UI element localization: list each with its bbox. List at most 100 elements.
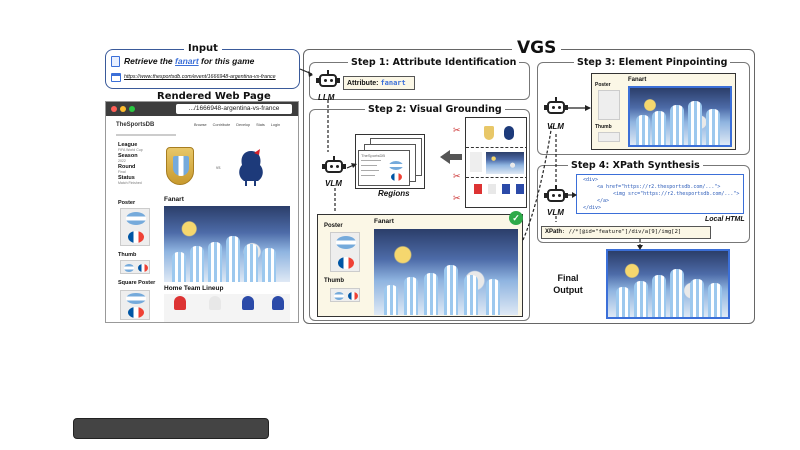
local-html-box: <div> <a href="https://r2.thesportsdb.co… [576,174,744,214]
scissors-icon-1: ✂ [453,125,461,135]
llm-robot-icon [316,70,340,92]
document-icon [111,56,120,67]
attribute-label: Attribute: [347,80,379,87]
step1-title: Step 1: Attribute Identification [348,57,520,68]
html-line-1: <div> [583,177,599,183]
instruction-suffix: for this game [198,56,255,66]
browser-titlebar: .../1666948-argentina-vs-france [106,102,298,116]
info-value: 2022 [118,159,126,163]
scissors-icon-3: ✂ [453,193,461,203]
square-poster-card [120,290,150,320]
rendered-web-page: .../1666948-argentina-vs-france TheSport… [105,101,299,323]
selected-to-step3-dashed [522,123,553,241]
input-title: Input [184,43,222,54]
argentina-crest [166,147,194,185]
vlm-label-step3: VLM [547,122,564,131]
arrowhead-final [637,245,643,250]
pinpoint-thumb-card [598,132,620,142]
xpath-label: XPath [545,229,563,235]
pinpoint-region: Poster Thumb Fanart [591,73,736,150]
left-arrow-icon [440,150,462,164]
local-html-label: Local HTML [705,216,745,223]
final-output-image [606,249,730,319]
info-value: Final [118,170,126,174]
region-card-front: TheSportsDB [358,150,410,186]
poster-card [120,208,150,246]
xpath-box: XPath: //*[@id="feature"]/div/a[9]/img[2… [541,226,711,239]
final-label-line1: Final [557,273,579,283]
fanart-image [164,206,290,282]
vlm-label-step2: VLM [325,179,342,188]
vlm-robot-step2-icon [322,156,346,178]
arrowhead-regions [351,163,357,168]
arrowhead-step1 [308,71,313,77]
final-output-label: Final Output [548,272,588,296]
nav-stats: Stats [256,123,265,127]
info-label: Status [118,175,135,181]
pinpoint-fanart-image [628,86,732,147]
instruction-keyword: fanart [175,56,199,66]
llm-label: LLM [318,93,335,102]
info-label: Season [118,153,138,159]
html-line-2: <a href="https://r2.thesportsdb.com/..."… [597,184,721,190]
xpath-value: : //*[@id="feature"]/div/a[9]/img[2] [562,229,682,235]
vlm-robot-step4-icon [544,185,568,207]
vlm-label-step4: VLM [547,208,564,217]
pinpoint-poster-label: Poster [595,82,611,88]
rendered-page-title: Rendered Web Page [157,91,271,102]
selected-poster-label: Poster [324,223,343,229]
step4-title: Step 4: XPath Synthesis [568,160,703,171]
step3-title: Step 3: Element Pinpointing [574,57,731,68]
html-line-5: </div> [583,205,602,211]
selected-region: Poster Thumb Fanart [317,214,523,317]
input-panel: Input Retrieve the fanart for this game … [105,43,300,89]
selected-fanart-label: Fanart [374,218,394,225]
close-dot [111,106,117,112]
instruction-prefix: Retrieve the [124,56,176,66]
lineup-label: Home Team Lineup [164,285,224,292]
scissors-icon-2: ✂ [453,171,461,181]
maximize-dot [129,106,135,112]
info-value: Match Finished [118,181,142,185]
pinpoint-poster-card [598,90,620,120]
breadcrumb-line [116,134,176,136]
info-label: Round [118,164,136,170]
sidebar-poster-label: Poster [118,200,136,206]
lineup-row [164,294,290,322]
input-url: https://www.thesportsdb.com/event/166694… [124,74,276,80]
regions-group-border [355,134,425,189]
selected-fanart-image [374,229,518,315]
site-nav: Browse Contribute Develop Stats Login [194,123,280,127]
minimize-dot [120,106,126,112]
sidebar-square-poster-label: Square Poster [118,280,156,286]
attribute-value: fanart [380,79,406,87]
thumb-card [120,260,150,274]
pinpoint-fanart-label: Fanart [628,77,647,83]
bottom-bar [73,418,269,439]
nav-login: Login [270,123,281,127]
site-logo: TheSportsDB [116,122,155,128]
browser-icon [111,73,121,82]
regions-label: Regions [378,189,410,198]
screenshot-crop-strip [465,117,527,208]
sidebar-thumb-label: Thumb [118,252,137,258]
vgs-title: VGS [512,38,562,58]
arrowhead-pinpoint [585,105,591,111]
check-icon: ✓ [509,211,523,225]
info-label: League [118,142,138,148]
nav-browse: Browse [194,123,207,127]
arrowhead-html [572,192,577,198]
final-label-line2: Output [553,285,583,295]
html-line-4: </a> [597,198,610,204]
fanart-label: Fanart [164,196,184,203]
step2-title: Step 2: Visual Grounding [365,104,505,115]
info-value: FIFA World Cup [118,148,143,152]
pinpoint-thumb-label: Thumb [595,124,612,130]
vs-text: vs [216,165,221,170]
